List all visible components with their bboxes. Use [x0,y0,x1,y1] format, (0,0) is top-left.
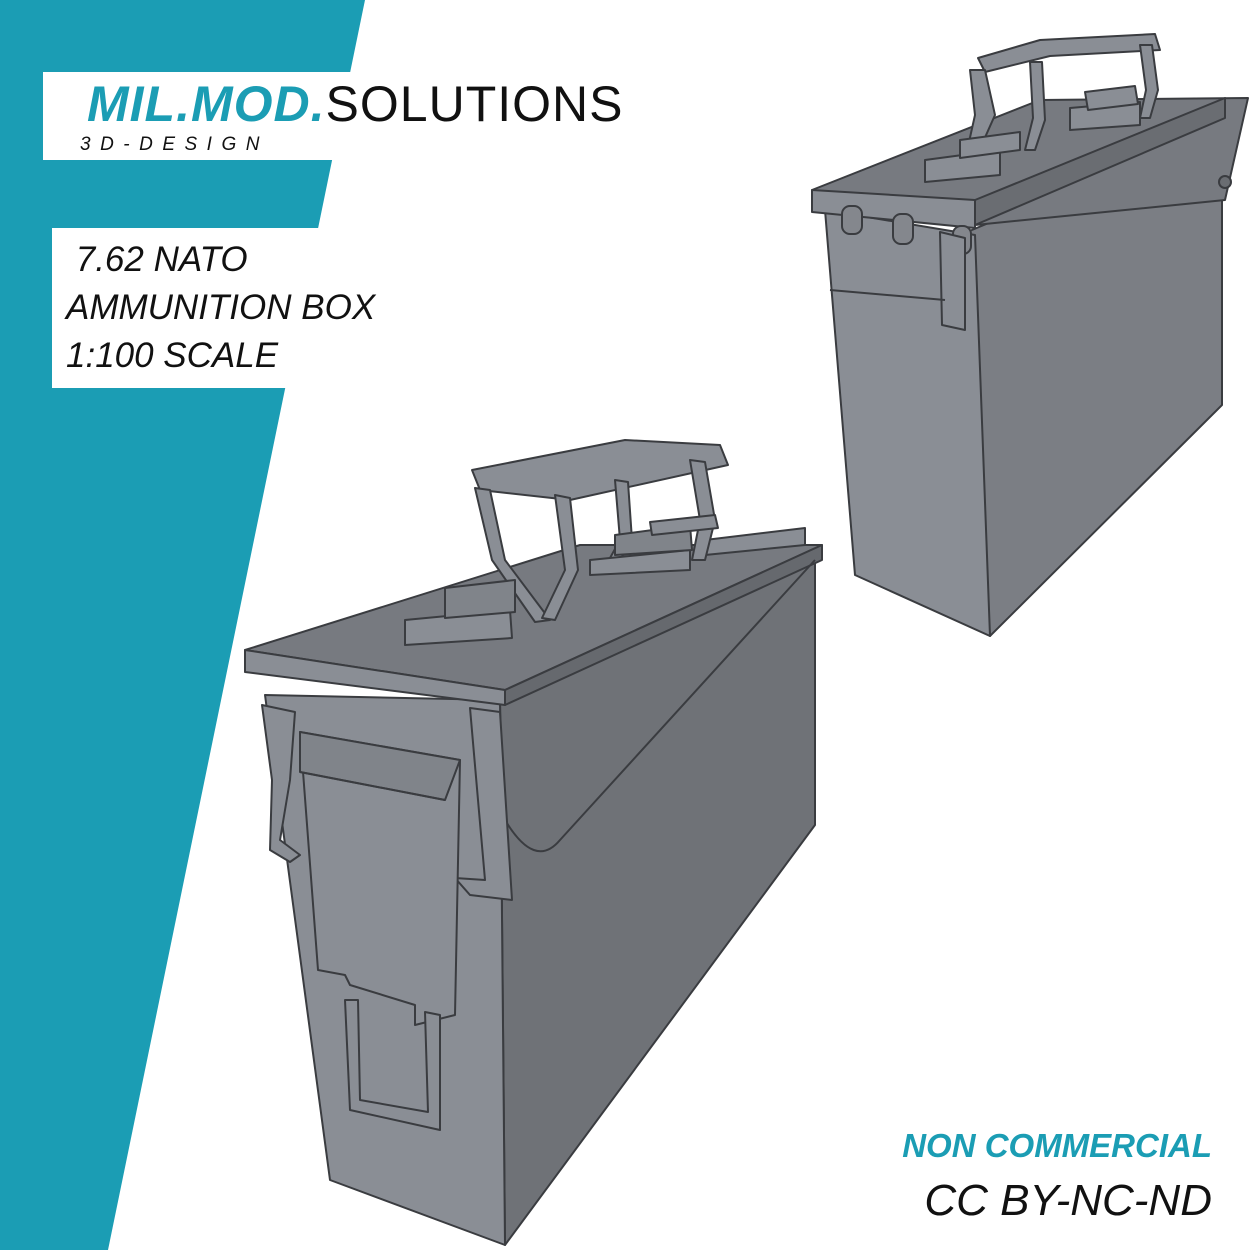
title-line-2: AMMUNITION BOX [66,288,376,327]
title-panel [52,228,396,388]
brand-tagline: 3D-DESIGN [80,134,269,155]
ammo-box-front-view [244,439,823,1246]
title-line-1: 7.62 NATO [66,240,248,279]
brand-logo: MIL.MOD.SOLUTIONS [87,74,623,134]
brand-accent-text: MIL.MOD. [87,76,326,132]
title-line-3: 1:100 SCALE [66,336,279,375]
license-type: NON COMMERCIAL [902,1127,1212,1164]
logo-panel [43,72,633,160]
ammo-box-back-view [811,33,1249,637]
brand-plain-text: SOLUTIONS [325,76,624,132]
license-code: CC BY-NC-ND [924,1176,1212,1225]
